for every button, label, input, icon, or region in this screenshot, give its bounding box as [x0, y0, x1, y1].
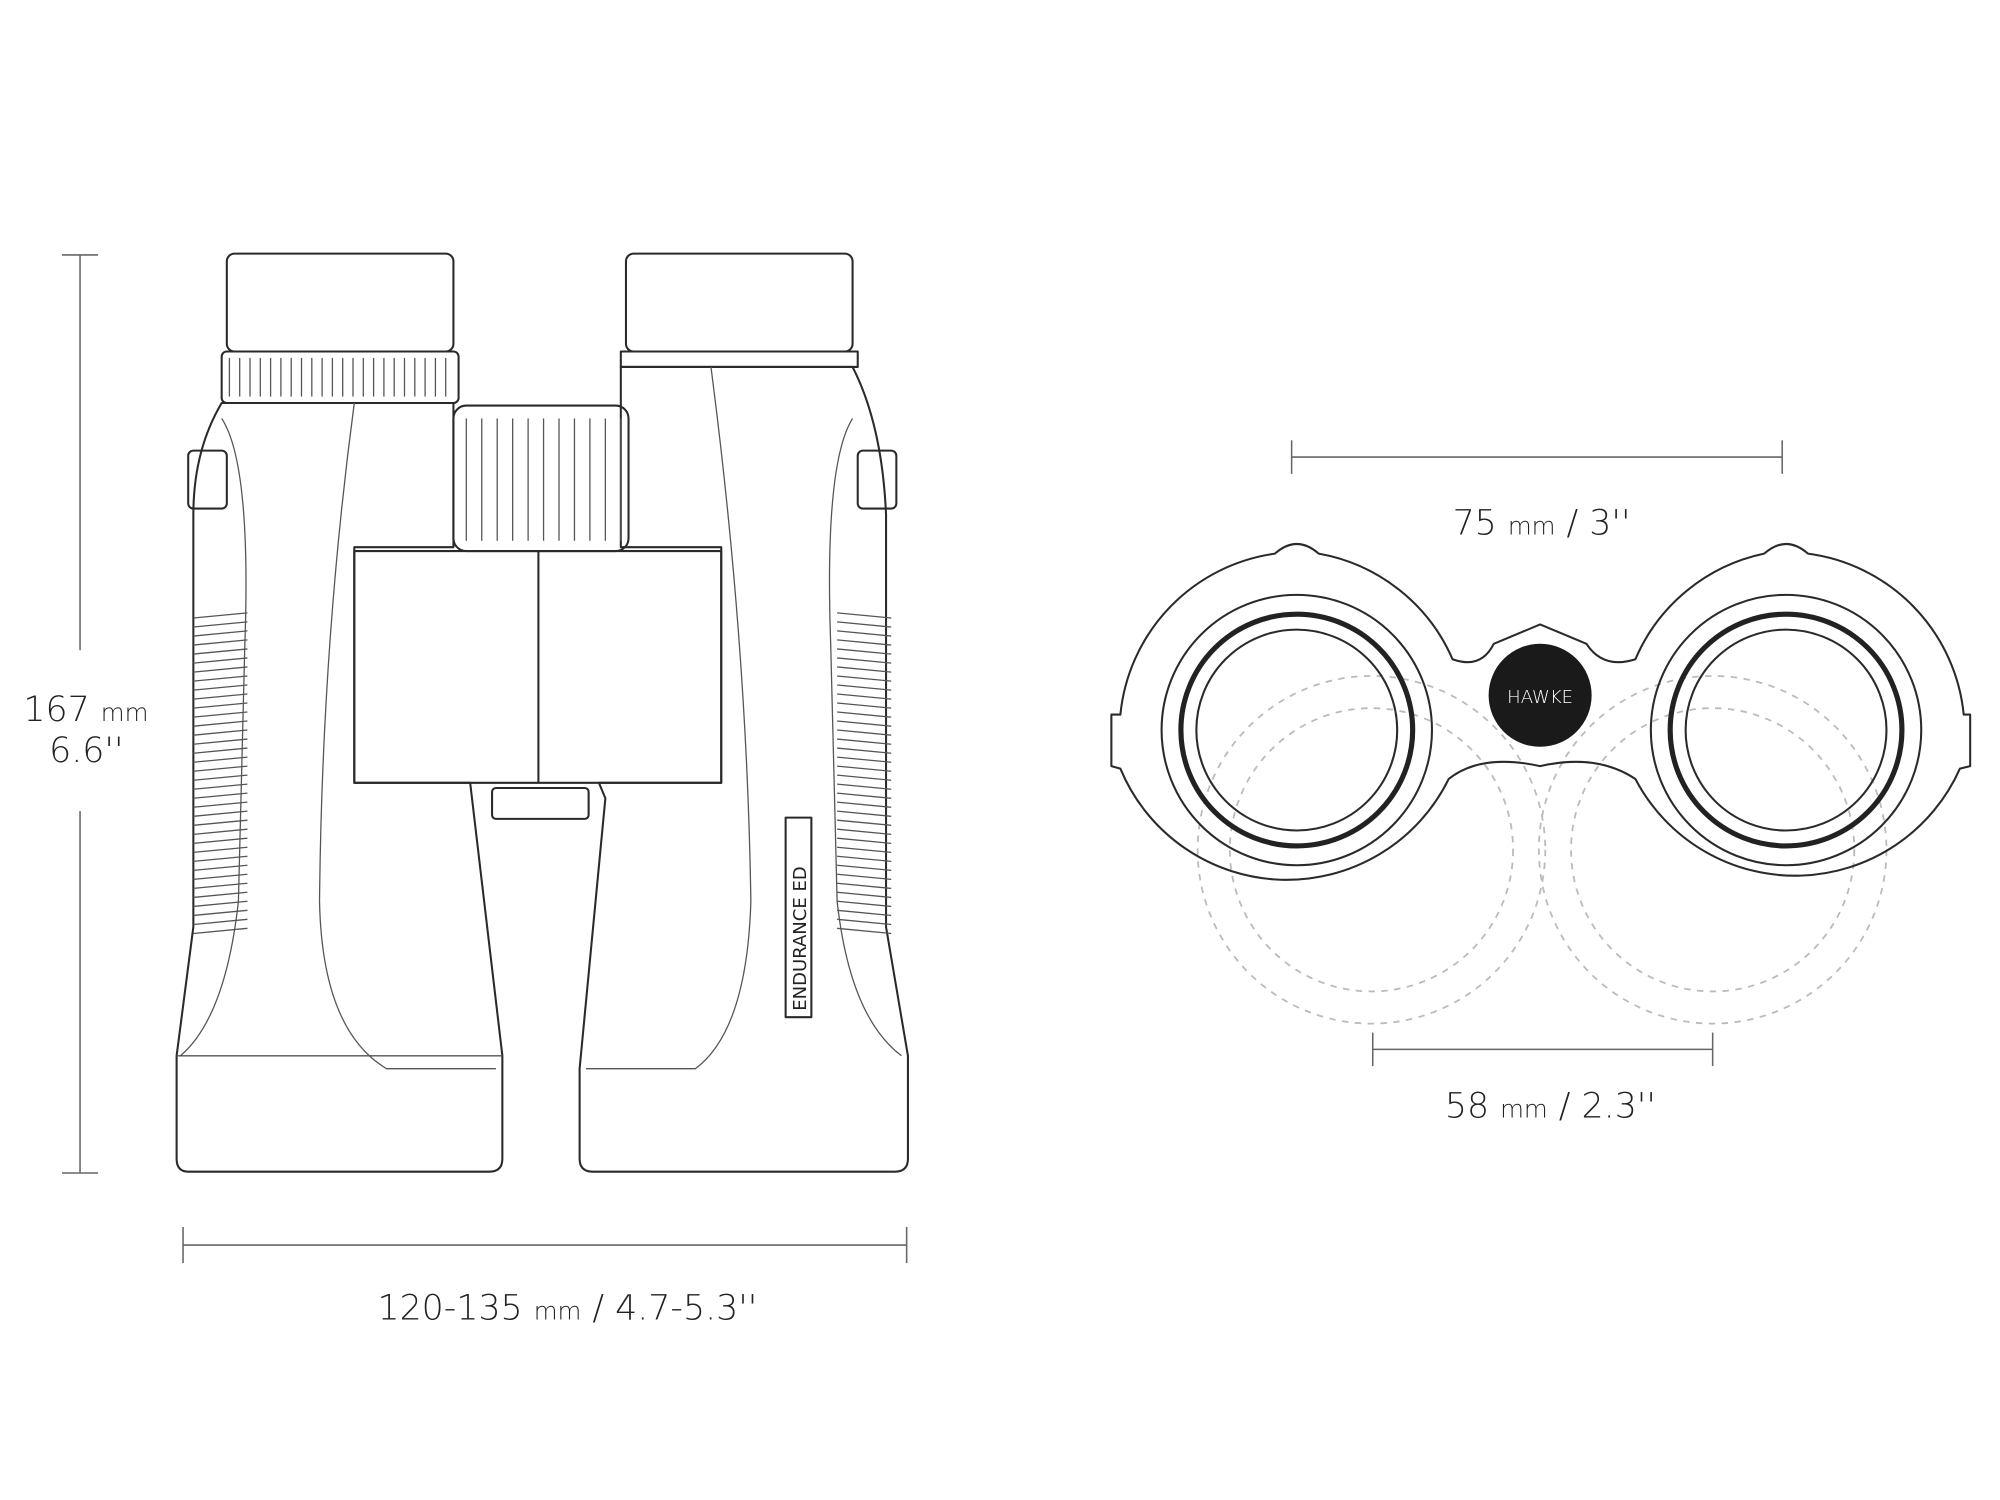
left-barrel [175, 401, 504, 1173]
right-objective-lens [1684, 628, 1888, 832]
hawke-logo-hub [1488, 643, 1592, 747]
ipd-dimension: 58 mm / 2.3'' [1371, 1032, 1714, 1127]
brand-logo: HAWKE [1507, 687, 1573, 708]
right-eyecup-base [619, 350, 859, 368]
right-barrel [578, 365, 909, 1173]
left-diopter-ring [220, 350, 460, 405]
objective-spacing-dimension: 75 mm / 3'' [1290, 440, 1783, 543]
right-eyecup [624, 252, 854, 353]
svg-text:167 mm: 167 mm [23, 690, 148, 730]
front-view: ENDURANCE ED [175, 252, 909, 1173]
model-label: ENDURANCE ED [790, 866, 811, 1010]
width-dimension: 120-135 mm / 4.7-5.3'' [182, 1227, 908, 1329]
focus-wheel [452, 404, 630, 553]
height-dimension: 167 mm 6.6'' [23, 254, 148, 1174]
svg-text:58 mm / 2.3'': 58 mm / 2.3'' [1445, 1087, 1656, 1127]
left-objective-lens [1195, 628, 1399, 832]
diopter-ridges [228, 357, 447, 397]
tripod-cap [491, 786, 590, 820]
right-strap-lug [856, 449, 898, 510]
objective-view: HAWKE [1110, 542, 1972, 1025]
objective-housing [1110, 542, 1972, 881]
svg-text:6.6'': 6.6'' [49, 731, 123, 771]
left-strap-lug [187, 449, 228, 510]
svg-text:120-135 mm / 4.7-5.3'': 120-135 mm / 4.7-5.3'' [377, 1289, 757, 1329]
model-label-box [784, 816, 813, 1019]
svg-text:75 mm / 3'': 75 mm / 3'' [1453, 503, 1631, 543]
left-eyecup [225, 252, 455, 353]
